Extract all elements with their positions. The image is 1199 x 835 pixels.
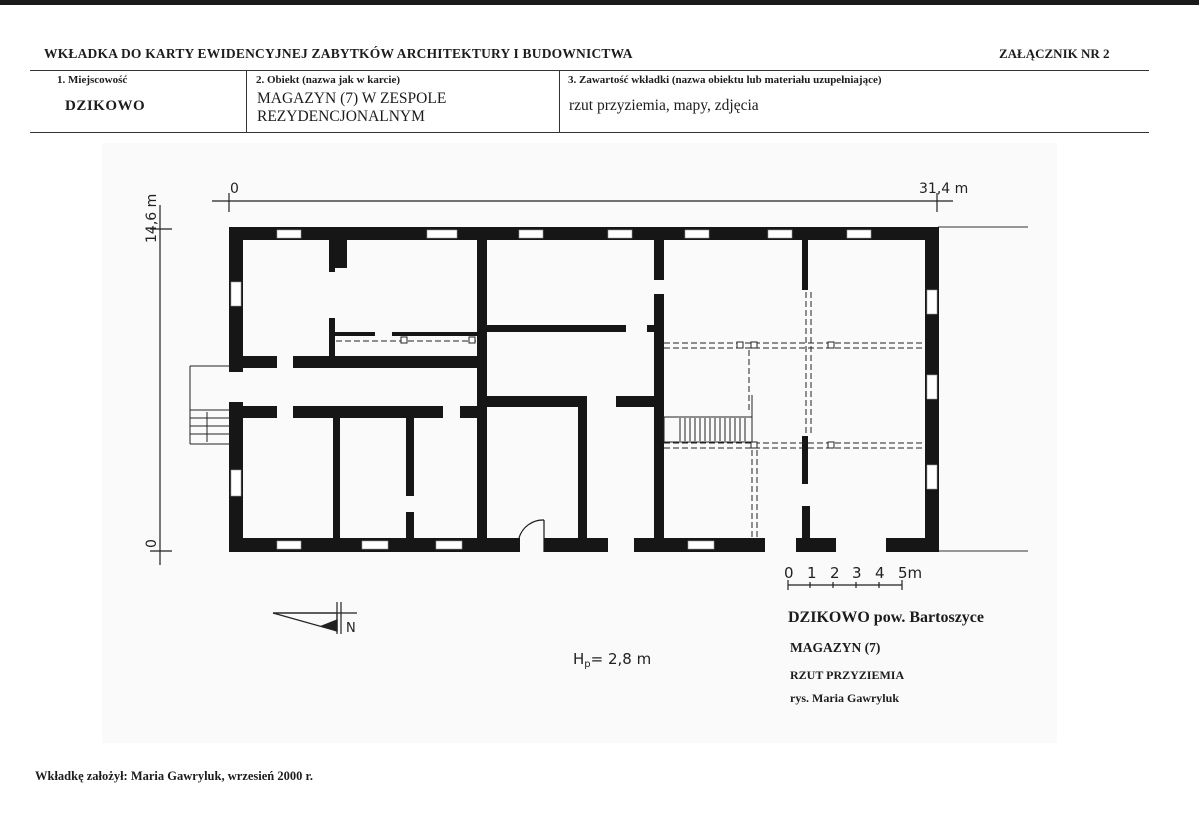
scale-tick-1: 1: [807, 564, 817, 582]
height-note: Hp= 2,8 m: [573, 650, 651, 670]
object-value-line1: MAGAZYN (7) W ZESPOLE: [257, 90, 447, 107]
windows: [230, 229, 938, 550]
dimension-line-vertical: [150, 205, 172, 565]
scale-tick-0: 0: [784, 564, 794, 582]
scale-tick-2: 2: [830, 564, 840, 582]
dim-y-start: 0: [144, 539, 160, 548]
interior-staircase: [663, 395, 753, 443]
interior-walls: [243, 240, 810, 538]
legend-view: RZUT PRZYZIEMIA: [790, 668, 904, 682]
beam-posts: [400, 336, 835, 449]
scale-tick-3: 3: [852, 564, 862, 582]
north-arrow-icon: [272, 602, 357, 634]
field-divider-2: [559, 71, 560, 132]
object-label: 2. Obiekt (nazwa jak w karcie): [256, 74, 401, 86]
header-rule-bottom: [30, 132, 1149, 133]
locality-value: DZIKOWO: [65, 98, 146, 114]
dim-x-end: 31,4 m: [919, 181, 968, 197]
legend-author: rys. Maria Gawryluk: [790, 691, 899, 705]
header-rule-top: [30, 70, 1149, 71]
document-title: WKŁADKA DO KARTY EWIDENCYJNEJ ZABYTKÓW A…: [44, 46, 633, 61]
door-swing: [518, 519, 545, 552]
scale-tick-4: 4: [875, 564, 885, 582]
legend-place: DZIKOWO pow. Bartoszyce: [788, 609, 984, 626]
dimension-line-horizontal: [212, 193, 953, 212]
field-divider-1: [246, 71, 247, 132]
top-border: [0, 0, 1199, 5]
legend-building: MAGAZYN (7): [790, 640, 880, 655]
object-value-line2: REZYDENCJONALNYM: [257, 108, 425, 125]
footer-credit: Wkładkę założył: Maria Gawryluk, wrzesie…: [35, 769, 313, 783]
scale-tick-5: 5m: [898, 564, 922, 582]
north-label: N: [346, 621, 356, 636]
contents-value: rzut przyziemia, mapy, zdjęcia: [569, 97, 759, 114]
entrance-stairs: [189, 365, 231, 445]
dim-y-end: 14,6 m: [144, 194, 160, 243]
scale-bar: [787, 580, 903, 590]
dashed-beams: [336, 292, 924, 538]
contents-label: 3. Zawartość wkładki (nazwa obiektu lub …: [568, 74, 882, 86]
dim-x-start: 0: [230, 181, 239, 197]
locality-label: 1. Miejscowość: [57, 74, 128, 86]
annex-number: ZAŁĄCZNIK NR 2: [999, 46, 1110, 61]
